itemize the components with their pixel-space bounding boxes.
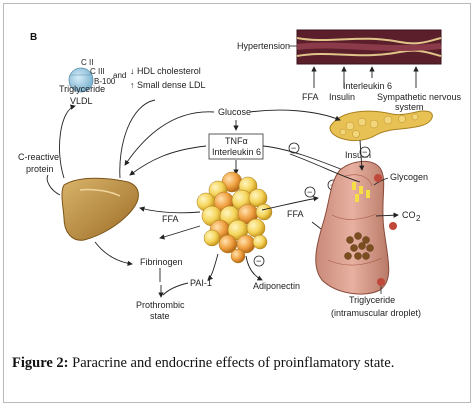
label-tnf: TNFα <box>225 136 248 146</box>
intramuscular-droplets <box>344 232 374 260</box>
label-insulin-pancreas: Insulin <box>345 150 371 160</box>
lipid-droplet <box>354 232 362 240</box>
fat-cell <box>203 229 221 247</box>
label-ffa-left: FFA <box>162 214 179 224</box>
label-ffa-mid: FFA <box>287 209 304 219</box>
lipid-droplet <box>354 252 362 260</box>
lipid-droplet <box>350 244 358 252</box>
fat-cell <box>246 218 266 238</box>
glycogen-deposits <box>352 182 370 202</box>
label-and: and <box>113 71 126 80</box>
svg-text:−: − <box>256 256 261 266</box>
label-trig-bottom: Triglyceride <box>349 295 395 305</box>
label-interleukin6-top: Interleukin 6 <box>343 81 392 91</box>
muscle-illustration <box>315 161 390 295</box>
caption-label: Figure 2: <box>12 355 69 371</box>
lipid-droplet <box>358 242 366 250</box>
panel-letter: B <box>30 32 37 43</box>
lipid-droplet <box>366 244 374 252</box>
caption-text: Paracrine and endocrine effects of proin… <box>68 355 395 371</box>
lipid-droplet <box>346 236 354 244</box>
label-c2: C II <box>81 58 93 67</box>
fat-cell <box>252 234 268 250</box>
label-intramuscular: (intramuscular droplet) <box>331 308 421 318</box>
svg-text:−: − <box>307 187 312 197</box>
label-fibrinogen: Fibrinogen <box>140 257 183 267</box>
inhibit-circle-5: − <box>253 255 265 267</box>
inhibit-circle-1: − <box>288 142 300 154</box>
label-glucose: Glucose <box>218 107 251 117</box>
label-b100: B-100 <box>94 77 116 86</box>
adipose-tissue-illustration <box>196 171 273 264</box>
label-hypertension: Hypertension <box>237 41 290 51</box>
label-hdl: ↓ HDL cholesterol <box>130 66 201 76</box>
label-adiponectin: Adiponectin <box>253 281 300 291</box>
fat-cell <box>230 248 246 264</box>
lipid-droplet <box>344 252 352 260</box>
svg-text:−: − <box>291 143 296 153</box>
label-pai1: PAI-1 <box>190 278 212 288</box>
label-co2-subscript: 2 <box>416 214 421 223</box>
label-sympathetic: Sympathetic nervous <box>377 92 462 102</box>
figure-caption: Figure 2: Paracrine and endocrine effect… <box>12 355 462 372</box>
label-crp2: protein <box>26 164 54 174</box>
label-vldl: VLDL <box>70 96 93 106</box>
lipid-droplet <box>362 252 370 260</box>
lipid-droplet <box>362 236 370 244</box>
fat-cell <box>255 203 273 221</box>
blood-vessel-illustration <box>296 29 442 65</box>
label-co2: CO <box>402 210 416 220</box>
label-small-ldl: ↑ Small dense LDL <box>130 80 206 90</box>
liver-illustration <box>61 177 139 241</box>
label-ffa-top: FFA <box>302 92 319 102</box>
vldl-particle <box>68 67 94 93</box>
label-glycogen: Glycogen <box>390 172 428 182</box>
label-crp1: C-reactive <box>18 152 59 162</box>
inhibit-circle-2: − <box>359 146 371 158</box>
label-prothrombic1: Prothrombic <box>136 300 185 310</box>
pancreas-illustration <box>329 110 433 142</box>
label-triglyceride-top: Triglyceride <box>59 84 105 94</box>
label-c3: C III <box>90 67 105 76</box>
label-interleukin6-mid: Interleukin 6 <box>212 147 261 157</box>
label-insulin-top: Insulin <box>329 92 355 102</box>
label-prothrombic2: state <box>150 311 170 321</box>
inhibit-circle-3: − <box>304 186 316 198</box>
svg-text:−: − <box>362 147 367 157</box>
label-system: system <box>395 102 424 112</box>
